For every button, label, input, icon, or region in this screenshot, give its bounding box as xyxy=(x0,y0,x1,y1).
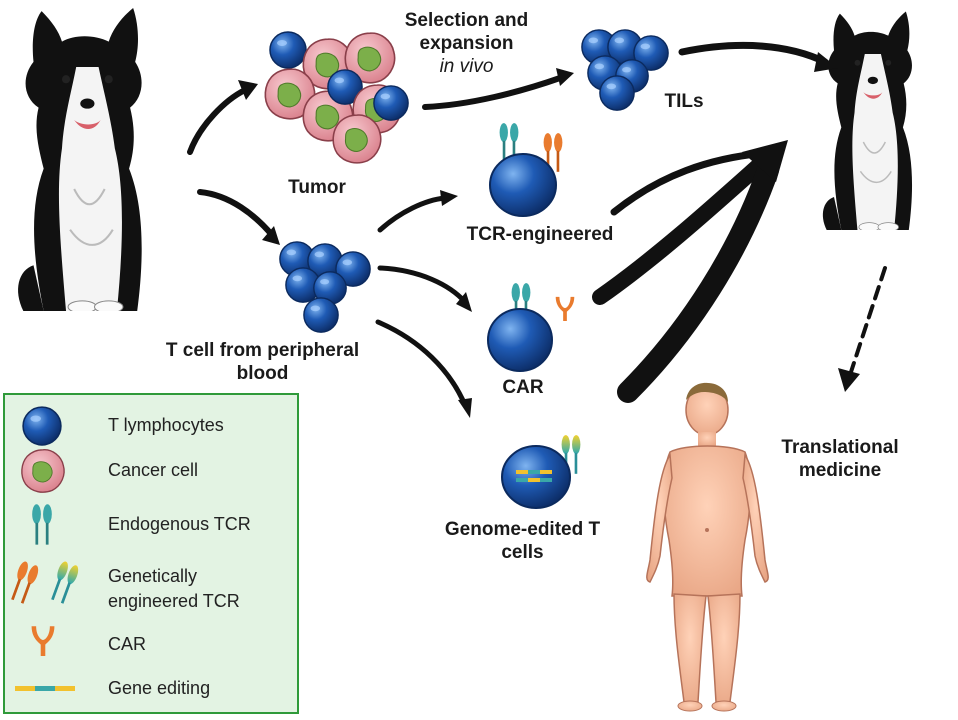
tcr-icon xyxy=(32,504,52,545)
genome-label-line2: cells xyxy=(501,542,544,563)
tcr-engineered-label: TCR-engineered xyxy=(466,224,614,245)
selection-label-line3: in vivo xyxy=(439,56,494,77)
tils-label: TILs xyxy=(664,91,704,112)
engineered-tcr-icon xyxy=(8,560,81,605)
dog-icon xyxy=(17,7,143,311)
legend-genetically-line1: Genetically xyxy=(108,566,198,586)
peripheral-tcell-cluster xyxy=(279,241,371,333)
legend-icons xyxy=(8,406,81,691)
flow-arrows xyxy=(187,41,887,408)
selection-label-line1: Selection and xyxy=(404,10,529,31)
dog-icon xyxy=(822,10,913,230)
human-body-icon xyxy=(646,382,769,712)
legend-car: CAR xyxy=(108,634,147,654)
tcell-peripheral-label: T cell from peripheral blood xyxy=(140,339,385,385)
legend-endogenous-tcr: Endogenous TCR xyxy=(108,514,251,534)
t-cell-icon xyxy=(22,406,62,446)
legend-panel: T lymphocytes Cancer cell Endogenous TCR… xyxy=(3,393,299,714)
legend-genetically-line2: engineered TCR xyxy=(108,591,240,611)
cancer-cell-icon xyxy=(21,448,65,493)
legend-t-lymphocytes: T lymphocytes xyxy=(108,415,224,435)
translational-label-line1: Translational xyxy=(781,437,899,458)
tcell-label-line2: blood xyxy=(236,363,289,384)
translational-label-line2: medicine xyxy=(798,460,882,481)
tcell-label-line1: T cell from peripheral xyxy=(165,340,360,361)
selection-label-line2: expansion xyxy=(419,33,514,54)
car-cell xyxy=(487,283,575,372)
genome-edited-label: Genome-edited T cells xyxy=(420,518,625,564)
car-receptor-icon xyxy=(31,626,55,656)
translational-label: Translational medicine xyxy=(760,436,920,482)
legend-cancer-cell: Cancer cell xyxy=(108,460,199,480)
arrow-heads xyxy=(238,52,860,418)
selection-label: Selection and expansion in vivo xyxy=(384,9,549,78)
tumor-label: Tumor xyxy=(288,177,346,198)
legend-gene-editing: Gene editing xyxy=(108,678,211,698)
genome-edited-cell xyxy=(501,435,581,509)
genome-label-line1: Genome-edited T xyxy=(444,519,601,540)
car-label: CAR xyxy=(502,377,544,398)
gene-editing-icon xyxy=(15,686,75,691)
tcr-engineered-cell xyxy=(489,123,563,217)
